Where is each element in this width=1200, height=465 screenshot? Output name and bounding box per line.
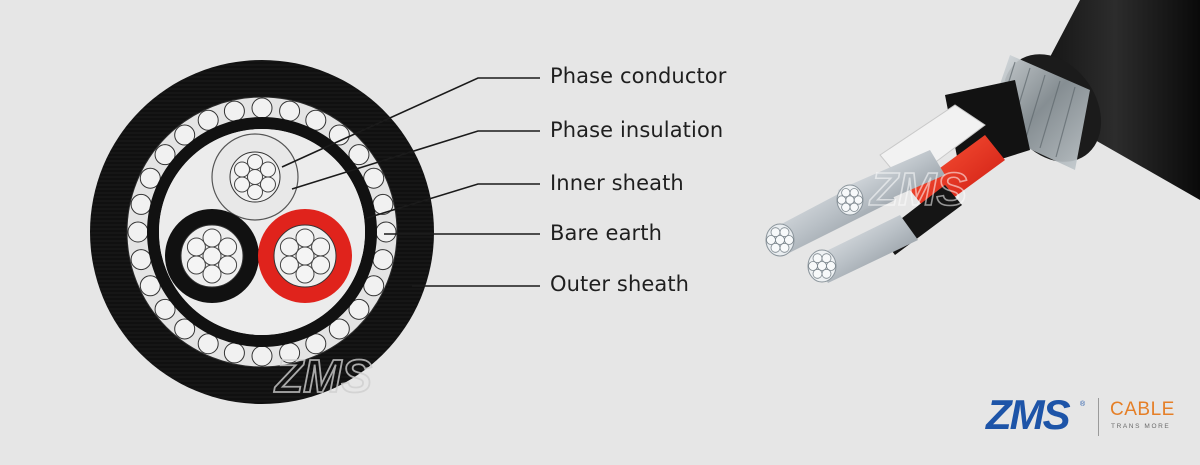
strand [186,237,206,257]
cable-photo: ZMS [765,0,1200,283]
watermark-text: ZMS [273,350,372,402]
armour-wire [372,249,394,271]
armour-wire [139,275,161,297]
photo-strand [841,188,851,198]
bare-earth-wires [127,97,397,367]
armour-wire [279,100,301,122]
strand [202,264,222,284]
armour-wire [328,124,350,146]
photo-strand [812,268,823,279]
photo-conductor-2 [838,150,945,215]
strand [311,237,331,257]
strand [218,237,238,257]
strand [247,184,263,200]
strand [234,161,251,178]
armour-wire [197,333,219,355]
armour-wire [139,167,161,189]
strand [259,161,276,178]
photo-strand [779,242,790,253]
photo-strand [808,261,818,271]
armour-wire [174,318,196,340]
label-inner-sheath: Inner sheath [550,171,684,195]
armour-wire [223,342,245,364]
armour-wire [130,193,152,215]
armour-wire [223,100,245,122]
photo-strand [849,202,859,212]
leader-phase-conductor [281,77,540,168]
photo-strand [770,242,781,253]
logo-cable-text: CABLE [1110,399,1175,420]
photo-strand [766,235,776,245]
strand [311,255,331,275]
logo-zms-text: ZMS [986,391,1071,438]
conductor-strands-red [279,228,331,284]
strand [295,228,315,248]
conductor-strands-black [186,228,238,284]
photo-strand [770,227,781,238]
photo-strand [841,202,851,212]
armour-wire [127,221,149,243]
leader-inner-sheath [366,183,540,219]
logo-tagline: TRANS MORE [1111,423,1171,430]
armour-wire [197,109,219,131]
strand [247,169,263,185]
strand [279,255,299,275]
strand [202,228,222,248]
label-phase-conductor: Phase conductor [550,64,727,88]
cross-section: ZMS [90,60,434,404]
registered-mark: ® [1080,401,1086,408]
strand [218,255,238,275]
strand [279,237,299,257]
strand [247,154,263,170]
photo-conductor-3 [812,215,918,283]
armour-wire [305,333,327,355]
armour-wire [154,298,176,320]
photo-strand [836,195,847,205]
photo-strand [821,268,832,279]
armour-wire [305,109,327,131]
armour-wire [363,167,385,189]
armour-wire [375,221,397,243]
label-phase-insulation: Phase insulation [550,118,724,142]
armour-wire [348,298,370,320]
armour-wire [348,144,370,166]
armour-wire [130,249,152,271]
strand [295,264,315,284]
armour-wire [328,318,350,340]
armour-wire [251,345,273,367]
logo-divider [1098,398,1099,436]
strand [186,255,206,275]
leader-lines [281,77,540,287]
label-outer-sheath: Outer sheath [550,272,690,296]
strand [295,246,315,266]
armour-wire [174,124,196,146]
leader-phase-insulation [291,130,540,190]
label-bare-earth: Bare earth [550,221,663,245]
photo-strand [826,261,836,271]
armour-wire [154,144,176,166]
photo-watermark-text: ZMS [868,163,967,215]
photo-strand [821,253,832,264]
strand [259,176,276,193]
strand [234,176,251,193]
armour-wire [363,275,385,297]
photo-outer-sheath [1030,0,1200,200]
photo-strand [812,253,823,264]
photo-strand [779,227,790,238]
photo-strand-dots [766,188,864,279]
armour-wire [251,97,273,119]
photo-strand [853,195,864,205]
strand [202,246,222,266]
brand-logo: ZMS ® CABLE TRANS MORE [986,391,1186,439]
photo-strand [784,235,794,245]
inner-sheath-ring [147,117,377,347]
conductor-strands-top [234,154,276,200]
photo-strand [849,188,859,198]
